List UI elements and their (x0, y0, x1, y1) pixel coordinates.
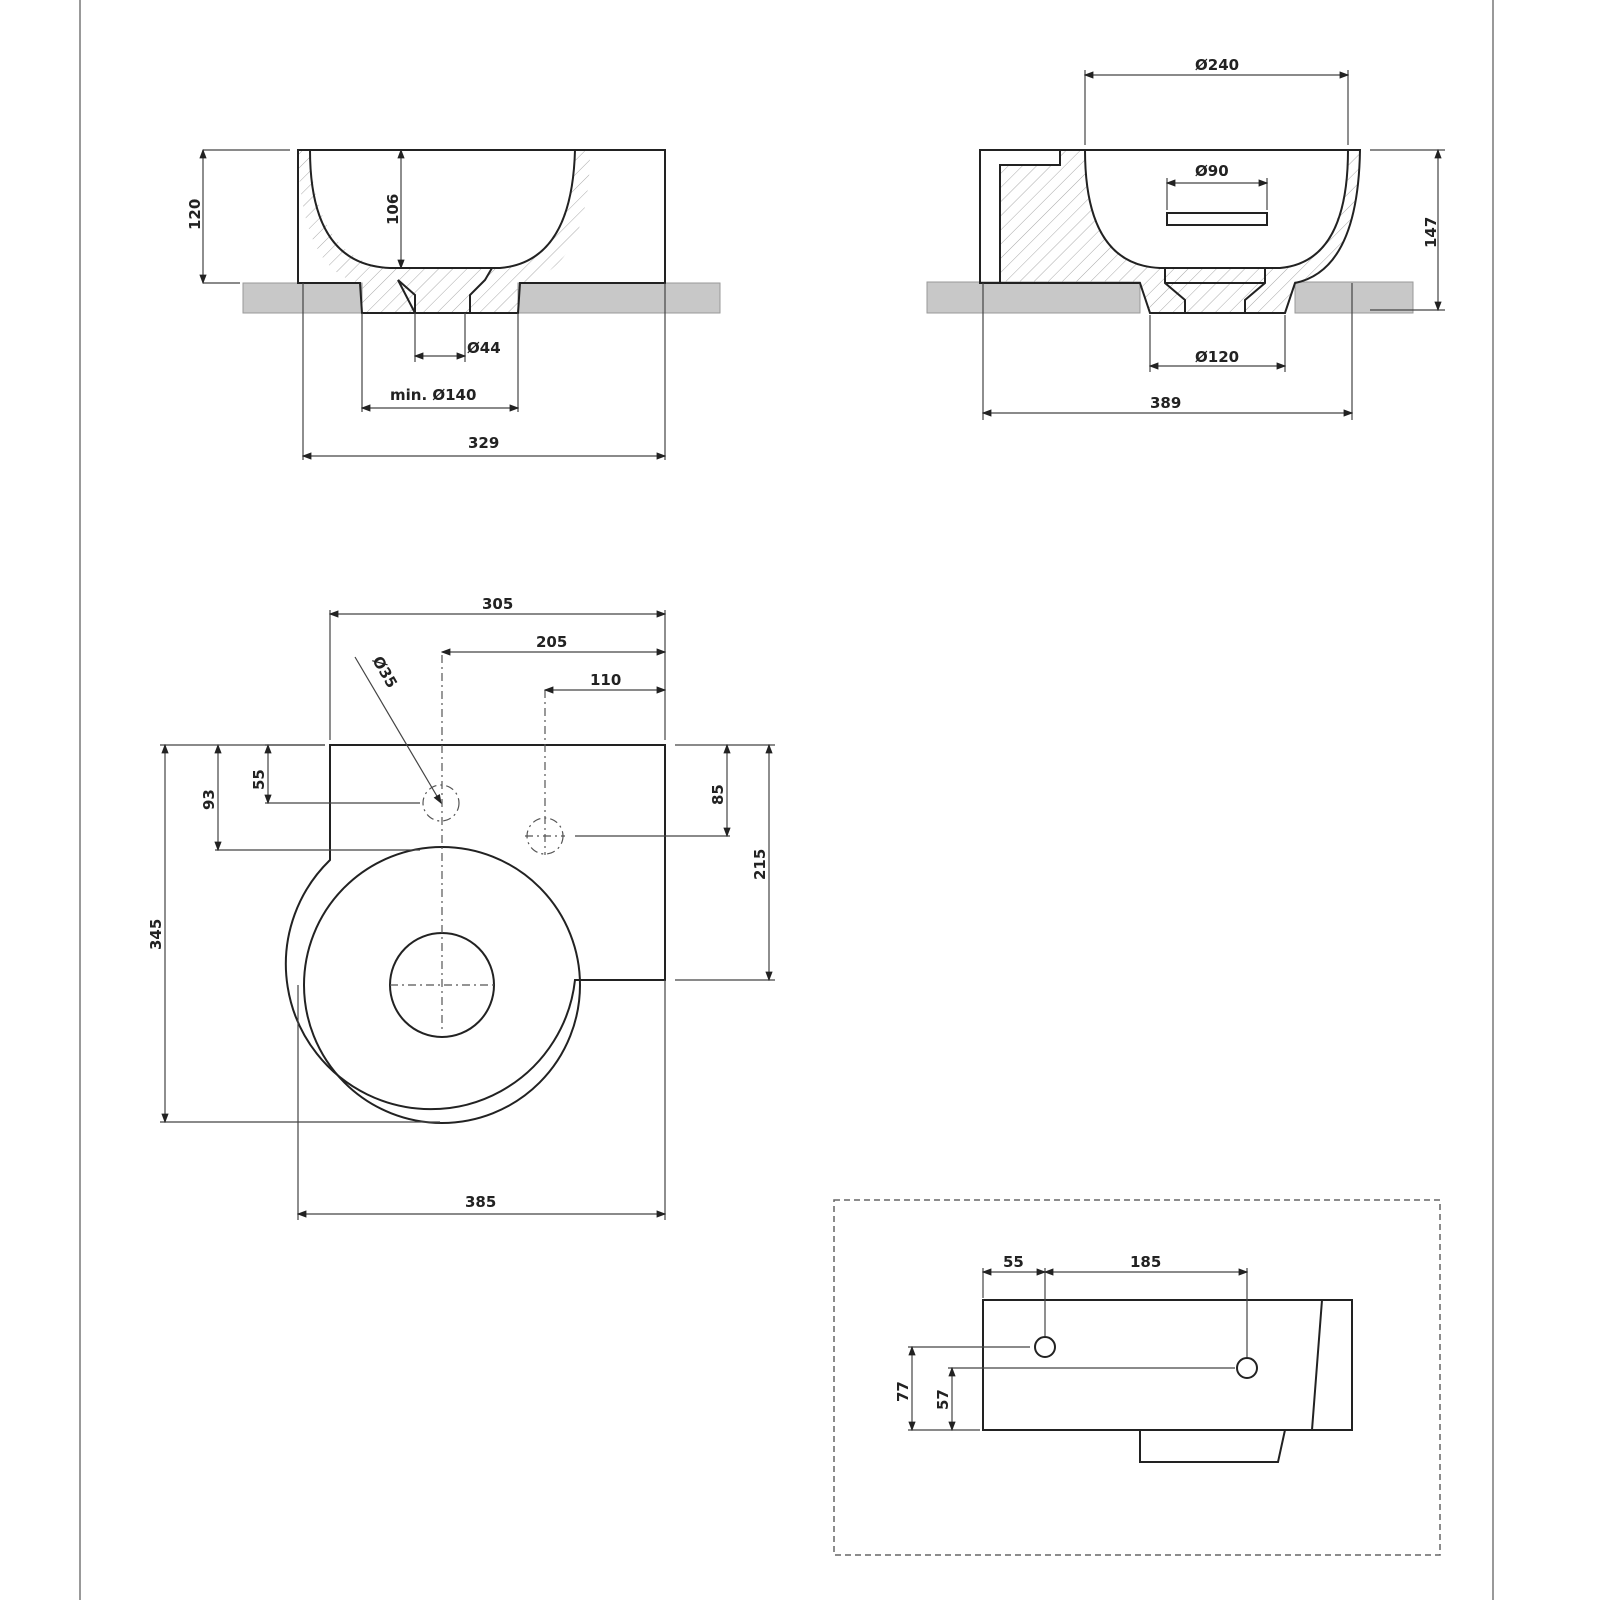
wall-outline (833, 1199, 1441, 1556)
front-section-view: 120 106 Ø44 min. Ø140 329 (186, 148, 721, 460)
dim-cutout-min: min. Ø140 (390, 386, 476, 404)
dim-width-389: 389 (1150, 394, 1181, 412)
dim-rear-185: 185 (1130, 1253, 1161, 1271)
dim-height-147: 147 (1422, 217, 1440, 248)
dim-85: 85 (709, 784, 727, 805)
dim-height-120: 120 (186, 199, 204, 230)
side-section-view: Ø240 Ø90 147 Ø120 389 (926, 56, 1445, 420)
dim-55: 55 (250, 769, 268, 790)
rear-view: 55 185 77 57 (833, 1199, 1441, 1556)
dim-rear-77: 77 (894, 1381, 912, 1402)
countertop-right (1294, 281, 1414, 314)
plan-view: 305 205 110 Ø35 55 93 345 85 215 385 (147, 595, 775, 1220)
dim-rear-57: 57 (934, 1389, 952, 1410)
dim-215: 215 (751, 849, 769, 880)
dim-base-diameter: Ø120 (1195, 348, 1239, 366)
dim-345: 345 (147, 919, 165, 950)
dim-top-diameter: Ø240 (1195, 56, 1239, 74)
countertop-left (926, 281, 1141, 314)
dim-width-385: 385 (465, 1193, 496, 1211)
dim-drain-diameter: Ø44 (467, 339, 501, 357)
dim-depth-305: 305 (482, 595, 513, 613)
dim-110: 110 (590, 671, 621, 689)
dim-overflow: Ø90 (1195, 162, 1229, 180)
dim-205: 205 (536, 633, 567, 651)
dim-rear-55: 55 (1003, 1253, 1024, 1271)
dim-width-329: 329 (468, 434, 499, 452)
dim-93: 93 (200, 789, 218, 810)
countertop-right (517, 282, 721, 314)
dim-bowl-depth: 106 (384, 194, 402, 225)
dim-tap-hole-diameter: Ø35 (369, 653, 401, 691)
